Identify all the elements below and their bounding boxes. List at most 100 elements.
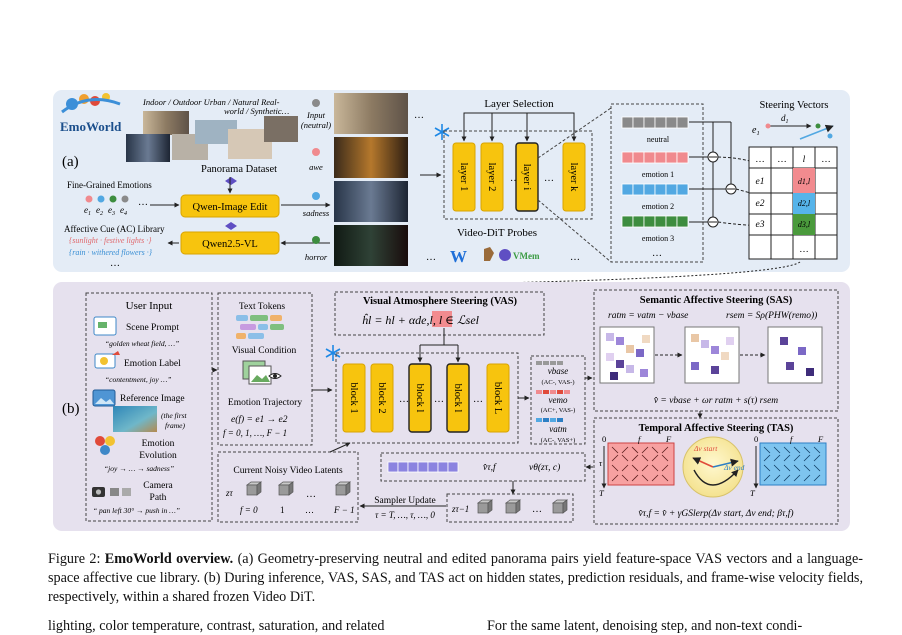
svg-text:block l: block l [414, 384, 425, 413]
svg-text:…: … [755, 155, 765, 165]
panorama-dataset-caption: Panorama Dataset [201, 164, 277, 175]
latents-ellipsis: … [306, 489, 316, 500]
svg-text:awe: awe [309, 162, 323, 172]
steering-vectors-title: Steering Vectors [760, 100, 829, 111]
body-text-left: lighting, color temperature, contrast, s… [48, 618, 385, 634]
scene-prompt-icon [93, 316, 117, 336]
svg-text:EmoWorld: EmoWorld [60, 119, 122, 134]
latent-index-3: F − 1 [333, 505, 355, 515]
svg-text:Qwen2.5-VL: Qwen2.5-VL [202, 239, 258, 250]
vas-frame [334, 291, 545, 336]
v-atm-label: vatm [549, 424, 567, 434]
next-latent-cubes [476, 499, 569, 514]
fine-grained-emotions-title: Fine-Grained Emotions [67, 180, 152, 190]
svg-text:block 2: block 2 [376, 382, 387, 413]
text-tokens-icon [236, 315, 284, 339]
latent-index-2: … [305, 505, 314, 515]
visual-condition-icon [242, 360, 282, 385]
tas-right-axis-zero: 0 [754, 434, 758, 444]
steering-vector-diagram: e1 d1 [752, 113, 834, 140]
tas-left-axis-F: F [665, 434, 672, 444]
conditions-frame [217, 292, 313, 446]
panorama-variant-labels: Input (neutral) awe sadness horror [301, 99, 331, 262]
sas-title: Semantic Affective Steering (SAS) [640, 295, 793, 306]
v-theta-label: vθ(zτ, c) [529, 462, 560, 473]
ac-library-line-1: {sunlight · festive lights ·} [69, 236, 152, 245]
layer-selection-arrows [461, 113, 577, 142]
svg-text:horror: horror [305, 252, 328, 262]
emotion-evolution-label-1: Emotion [142, 439, 175, 449]
user-input-frame [85, 292, 213, 522]
text-tokens-label: Text Tokens [239, 302, 286, 312]
steering-matrix: … … l … e1 e2 e3 d1,l d2,l d3,l … [748, 146, 838, 260]
tas-right-axis-f: f [790, 434, 794, 444]
latent-index-0: f = 0 [240, 505, 258, 515]
v-hat-bar [387, 461, 459, 473]
tas-delta-end: Δv end [723, 463, 745, 472]
caption-bold-title: EmoWorld overview. [104, 551, 234, 567]
subtract-operators [689, 121, 737, 228]
tas-delta-start: Δv start [693, 444, 718, 453]
tas-left-axis-tau: τ [599, 458, 603, 468]
svg-text:…: … [434, 394, 444, 405]
v-emo-label: vemo [549, 395, 568, 405]
tas-end-field [759, 442, 827, 486]
svg-text:Input: Input [306, 110, 326, 120]
svg-text:…: … [799, 245, 809, 255]
vas-formula: ĥl = hl + αde,l, l ∈ ℒsel [362, 313, 480, 327]
v-base-note: (AC-, VAS-) [542, 379, 575, 386]
feature-frame [610, 103, 704, 263]
emotion-symbols: e1 e2 e3 e4 [84, 205, 127, 217]
svg-text:layer 1: layer 1 [458, 163, 469, 192]
svg-text:…: … [510, 173, 520, 184]
emoworld-logo: EmoWorld [60, 93, 122, 134]
panel-b-label: (b) [62, 401, 80, 417]
svg-text:…: … [777, 155, 787, 165]
svg-text:e1: e1 [752, 125, 760, 137]
scene-prompt-example: “golden wheat field, …” [105, 339, 179, 348]
svg-text:layer 2: layer 2 [486, 163, 497, 192]
svg-text:…: … [399, 394, 409, 405]
reference-image-label: Reference Image [120, 393, 185, 404]
tas-right-axis-T: T [750, 488, 756, 498]
user-input-title: User Input [126, 300, 173, 312]
panorama-thumbnails [126, 111, 298, 162]
sas-sparse-map [767, 326, 823, 384]
emotion-label-label: Emotion Label [124, 359, 181, 369]
camera-path-label-1: Camera [143, 481, 173, 491]
sas-r-atm: ratm = vatm − vbase [608, 311, 688, 321]
svg-text:layer i: layer i [521, 164, 532, 191]
noisy-latents-title: Current Noisy Video Latents [233, 466, 343, 476]
panel-a-label: (a) [62, 154, 79, 170]
svg-text:e1: e1 [84, 205, 91, 217]
sas-r-sem: rsem = Sρ(PHW(remo)) [726, 310, 817, 321]
svg-text:d1,l: d1,l [798, 177, 811, 186]
velocity-bars [536, 361, 570, 422]
visual-condition-label: Visual Condition [232, 346, 297, 356]
emotion1-label: emotion 1 [642, 170, 674, 179]
next-latents-frame [446, 493, 574, 523]
emotion3-label: emotion 3 [642, 234, 674, 243]
variants-ellipsis-bottom: … [426, 252, 436, 263]
svg-text:e2: e2 [756, 199, 765, 209]
emotion-trajectory-label: Emotion Trajectory [228, 398, 302, 408]
emotion-label-example: “contentment, joy …” [105, 375, 171, 384]
svg-text:…: … [570, 252, 580, 263]
sas-v-hat-formula: v̂ = vbase + ωr ratm + s(τ) rsem [654, 395, 779, 406]
dit-blocks: block 1 block 2 … block l … block l … bl… [342, 363, 510, 433]
latent-index-1: 1 [280, 505, 285, 515]
v-hat-label: v̂τ,f [483, 462, 497, 473]
reference-image-icon [92, 389, 116, 407]
svg-text:d1: d1 [781, 113, 789, 125]
probe-frame [443, 130, 593, 220]
emotion-trajectory-formula: e(f) = e1 → e2 [231, 414, 288, 425]
reference-note-2: frame) [165, 421, 185, 430]
svg-text:block 1: block 1 [348, 382, 359, 413]
tas-start-field [607, 442, 675, 486]
arrow-latents-to-dit [329, 442, 351, 453]
v-atm-note: (AC-, VAS+) [541, 437, 576, 444]
tas-left-axis-T: T [599, 488, 605, 498]
figure-caption: Figure 2: EmoWorld overview. (a) Geometr… [48, 550, 863, 607]
svg-text:W: W [450, 247, 467, 266]
figure-2: (a) EmoWorld Indoor / Outdoor Urban / Na… [53, 90, 850, 531]
